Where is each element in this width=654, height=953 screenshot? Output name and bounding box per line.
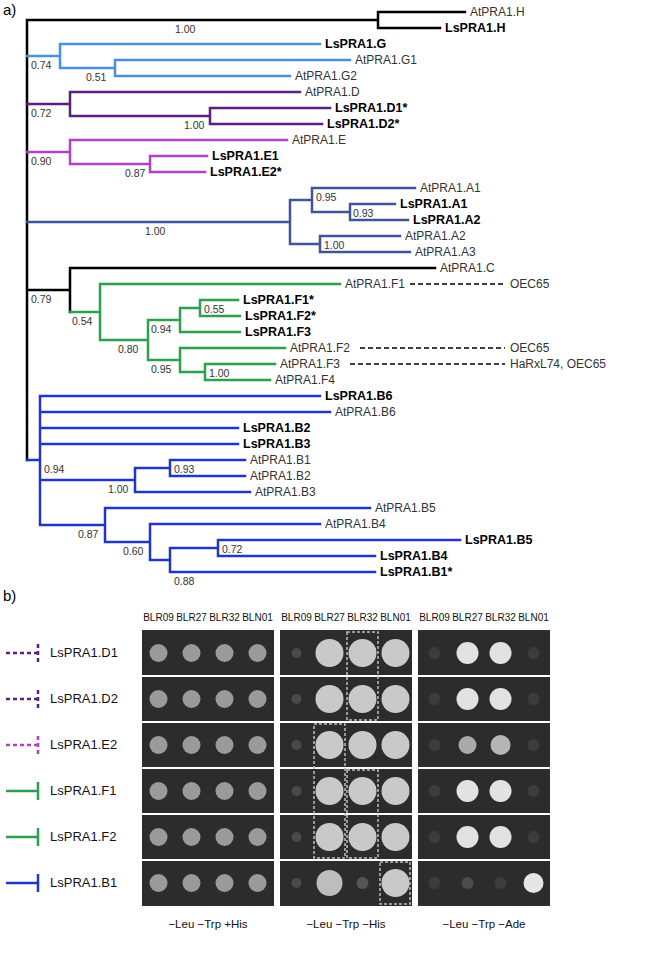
- leaf-label: AtPRA1.B1: [250, 453, 311, 467]
- leaf-label: LsPRA1.D2*: [327, 117, 399, 131]
- support-value: 0.54: [72, 315, 92, 327]
- leaf-label: AtPRA1.G1: [355, 53, 417, 67]
- leaf-label: LsPRA1.B6: [325, 389, 392, 403]
- annotation-label: OEC65: [510, 277, 549, 291]
- row-label: LsPRA1.D2: [50, 692, 118, 706]
- leaf-label: AtPRA1.F3: [280, 357, 340, 371]
- support-value: 1.00: [145, 225, 165, 237]
- leaf-label: LsPRA1.B5: [465, 533, 532, 547]
- condition-label: −Leu −Trp −His: [306, 917, 385, 931]
- row-label: LsPRA1.F2: [50, 830, 116, 844]
- support-value: 0.80: [118, 343, 138, 355]
- leaf-label: AtPRA1.G2: [295, 69, 357, 83]
- panel-letter: b): [3, 588, 16, 604]
- support-value: 0.87: [125, 167, 145, 179]
- strain-header: BLN01: [242, 611, 273, 625]
- support-value: 0.95: [316, 191, 336, 203]
- leaf-label: LsPRA1.D1*: [335, 101, 407, 115]
- support-value: 0.55: [204, 303, 224, 315]
- yeast-panel: [418, 630, 550, 906]
- leaf-label: LsPRA1.E2*: [210, 165, 282, 179]
- leaf-label: LsPRA1.A1: [400, 197, 467, 211]
- support-value: 0.93: [174, 463, 194, 475]
- support-value: 0.88: [174, 575, 194, 587]
- strain-header: BLR09: [143, 611, 174, 625]
- leaf-label: AtPRA1.D: [305, 85, 360, 99]
- row-label: LsPRA1.F1: [50, 784, 116, 798]
- annotation-label: OEC65: [510, 341, 549, 355]
- strain-header: BLN01: [380, 611, 411, 625]
- leaf-label: AtPRA1.B6: [335, 405, 396, 419]
- leaf-label: AtPRA1.F1: [345, 277, 405, 291]
- yeast-panel: [142, 630, 274, 906]
- annotation-label: HaRxL74, OEC65: [510, 357, 606, 371]
- leaf-label: AtPRA1.B2: [250, 469, 311, 483]
- support-value: 0.72: [222, 543, 242, 555]
- leaf-label: AtPRA1.A2: [405, 229, 466, 243]
- leaf-label: AtPRA1.B3: [255, 485, 316, 499]
- leaf-label: LsPRA1.F1*: [243, 293, 314, 307]
- strain-header: BLR27: [176, 611, 207, 625]
- support-value: 0.95: [151, 363, 171, 375]
- support-value: 1.00: [324, 239, 344, 251]
- support-value: 0.74: [31, 59, 51, 71]
- yeast-panel: [280, 630, 412, 906]
- support-value: 0.94: [44, 463, 64, 475]
- condition-label: −Leu −Trp +His: [168, 917, 247, 931]
- row-symbols: [6, 644, 38, 892]
- support-value: 1.00: [108, 483, 128, 495]
- strain-header: BLR27: [452, 611, 483, 625]
- leaf-label: AtPRA1.B4: [325, 517, 386, 531]
- leaf-label: LsPRA1.F2*: [245, 309, 316, 323]
- condition-label: −Leu −Trp −Ade: [442, 917, 525, 931]
- support-value: 1.00: [209, 367, 229, 379]
- leaf-label: AtPRA1.C: [440, 261, 495, 275]
- support-value: 0.87: [78, 528, 98, 540]
- leaf-label: LsPRA1.B1*: [380, 565, 452, 579]
- row-label: LsPRA1.E2: [50, 738, 117, 752]
- phylogenetic-tree: [27, 12, 465, 572]
- leaf-label: AtPRA1.A1: [420, 181, 481, 195]
- strain-header: BLR09: [281, 611, 312, 625]
- strain-header: BLR32: [485, 611, 516, 625]
- support-value: 0.79: [31, 293, 51, 305]
- support-value: 0.72: [31, 107, 51, 119]
- strain-header: BLN01: [518, 611, 549, 625]
- row-label: LsPRA1.B1: [50, 876, 117, 890]
- panel-letter: a): [3, 2, 16, 18]
- strain-header: BLR32: [209, 611, 240, 625]
- strain-header: BLR32: [347, 611, 378, 625]
- highlight-boxes: [314, 632, 410, 904]
- leaf-label: AtPRA1.A3: [415, 245, 476, 259]
- leader-lines: [350, 284, 505, 364]
- support-value: 0.94: [151, 323, 171, 335]
- leaf-label: LsPRA1.A2: [413, 213, 480, 227]
- row-separators: [142, 676, 550, 860]
- leaf-label: AtPRA1.B5: [375, 501, 436, 515]
- leaf-label: LsPRA1.G: [325, 37, 386, 51]
- leaf-label: LsPRA1.E1: [212, 149, 279, 163]
- support-value: 1.00: [175, 23, 195, 35]
- support-value: 0.93: [353, 207, 373, 219]
- row-label: LsPRA1.D1: [50, 646, 118, 660]
- leaf-label: AtPRA1.E: [292, 133, 346, 147]
- support-value: 0.51: [86, 71, 106, 83]
- leaf-label: LsPRA1.H: [445, 21, 505, 35]
- leaf-label: LsPRA1.B3: [243, 437, 310, 451]
- support-value: 0.60: [123, 545, 143, 557]
- leaf-label: LsPRA1.B4: [380, 549, 447, 563]
- leaf-label: AtPRA1.F2: [290, 341, 350, 355]
- strain-header: BLR09: [419, 611, 450, 625]
- leaf-label: AtPRA1.F4: [275, 373, 335, 387]
- support-value: 0.90: [31, 155, 51, 167]
- leaf-label: LsPRA1.B2: [243, 421, 310, 435]
- support-value: 1.00: [184, 119, 204, 131]
- leaf-label: LsPRA1.F3: [245, 325, 311, 339]
- strain-header: BLR27: [314, 611, 345, 625]
- leaf-label: AtPRA1.H: [470, 5, 525, 19]
